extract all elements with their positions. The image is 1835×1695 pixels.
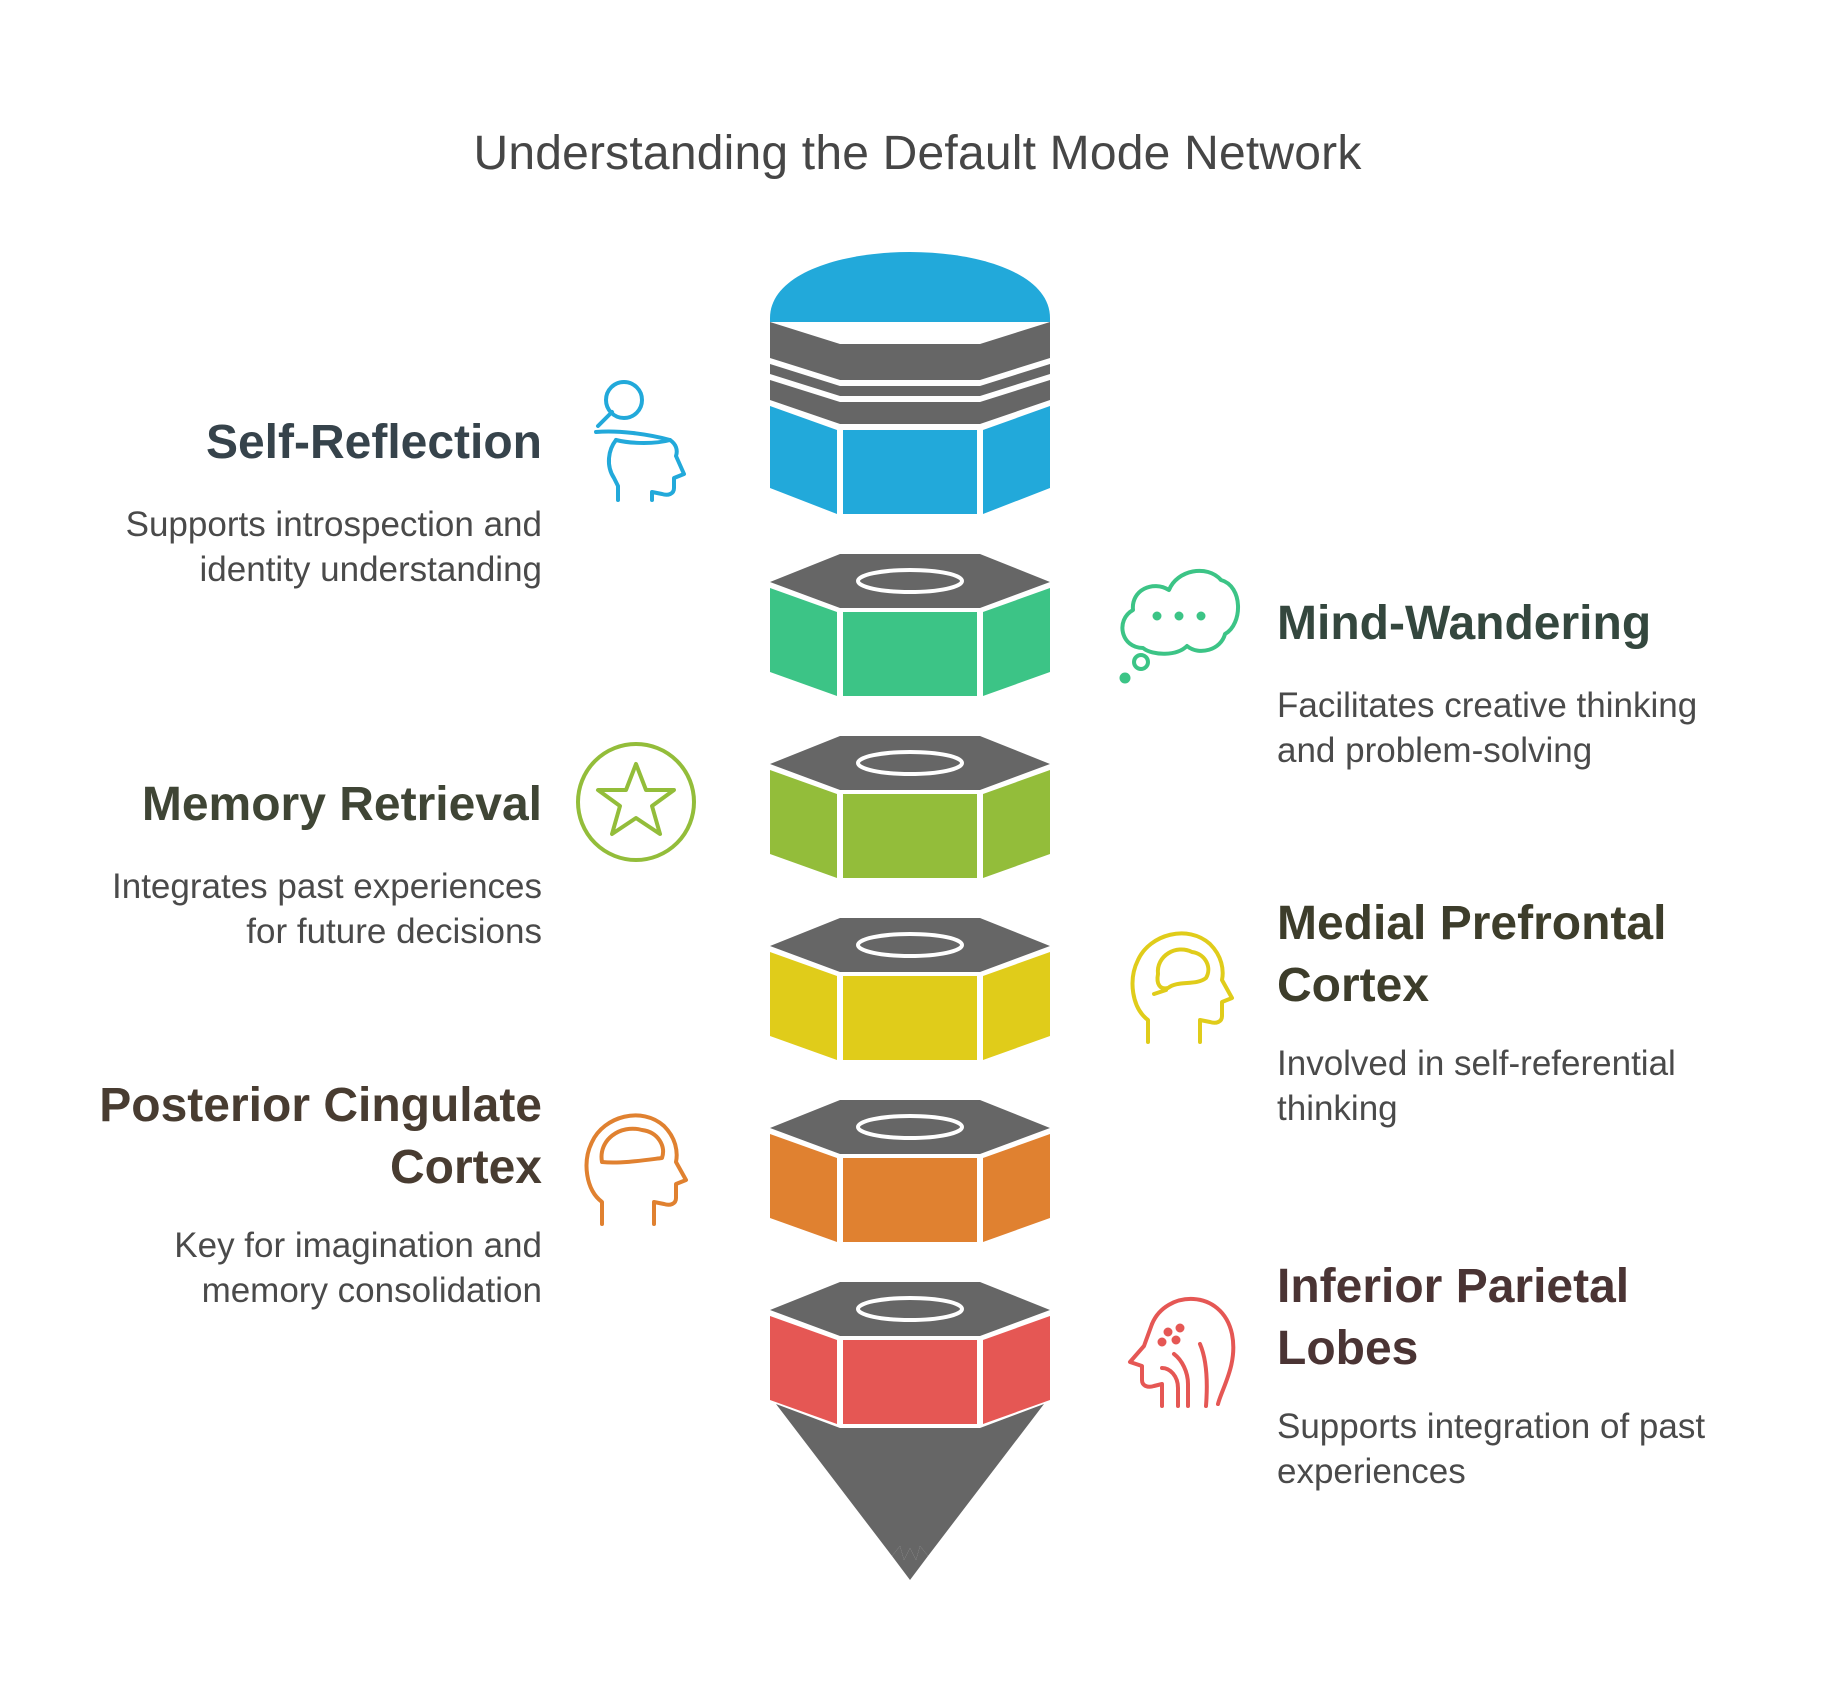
- item-inferior-parietal-lobes: Inferior Parietal Lobes Supports integra…: [1277, 1256, 1817, 1494]
- item-heading-line: Posterior Cingulate: [99, 1079, 542, 1132]
- item-heading-line: Inferior Parietal: [1277, 1260, 1630, 1313]
- item-description-line: memory consolidation: [201, 1271, 542, 1310]
- segment-6: [770, 1282, 1050, 1424]
- pencil-ferrule-band-1: [770, 322, 1050, 380]
- item-heading: Mind-Wandering: [1277, 597, 1652, 650]
- segment-5: [770, 1100, 1050, 1242]
- item-description: Involved in self-referential thinking: [1277, 1041, 1817, 1131]
- item-mind-wandering: Mind-Wandering Facilitates creative thin…: [1277, 593, 1817, 773]
- item-description-line: Supports integration of past: [1277, 1407, 1706, 1446]
- item-heading-line: Lobes: [1277, 1322, 1419, 1375]
- item-description-line: Facilitates creative thinking: [1277, 686, 1698, 725]
- segment-3: [770, 736, 1050, 878]
- star-circle-icon: [576, 742, 696, 862]
- item-description-line: thinking: [1277, 1089, 1398, 1128]
- pencil-lead: [892, 1546, 928, 1580]
- thought-bubble-icon: [1119, 569, 1240, 684]
- item-heading: Posterior Cingulate Cortex: [0, 1075, 542, 1199]
- item-posterior-cingulate-cortex: Posterior Cingulate Cortex Key for imagi…: [0, 1075, 542, 1313]
- item-description-line: experiences: [1277, 1452, 1466, 1491]
- item-description-line: Integrates past experiences: [112, 867, 542, 906]
- item-heading: Memory Retrieval: [141, 778, 542, 831]
- head-brain-outline-icon: [584, 1113, 688, 1226]
- segment-4: [770, 918, 1050, 1060]
- item-heading-line: Cortex: [389, 1141, 542, 1194]
- item-heading: Medial Prefrontal Cortex: [1277, 893, 1817, 1017]
- segment-1-left-face: [770, 406, 837, 514]
- pencil-ferrule-band-2: [770, 364, 1050, 396]
- item-description: Supports integration of past experiences: [1277, 1404, 1817, 1494]
- segment-1-front-face: [843, 430, 977, 514]
- item-description: Supports introspection and identity unde…: [0, 502, 542, 592]
- page-title: Understanding the Default Mode Network: [473, 127, 1362, 180]
- item-memory-retrieval: Memory Retrieval Integrates past experie…: [0, 774, 542, 954]
- item-description-line: Key for imagination and: [174, 1226, 542, 1265]
- item-description-line: identity understanding: [199, 550, 542, 589]
- item-description-line: for future decisions: [246, 912, 542, 951]
- item-medial-prefrontal-cortex: Medial Prefrontal Cortex Involved in sel…: [1277, 893, 1817, 1131]
- item-description-line: Supports introspection and: [125, 505, 542, 544]
- head-brain-icon: [1130, 931, 1234, 1044]
- item-description: Key for imagination and memory consolida…: [0, 1223, 542, 1313]
- head-magnifier-icon: [594, 380, 686, 502]
- pencil-eraser-cap: [770, 252, 1050, 322]
- pencil-ferrule-band-3: [770, 380, 1050, 424]
- item-description-line: and problem-solving: [1277, 731, 1593, 770]
- head-anatomy-icon: [1128, 1297, 1236, 1408]
- pencil-tip: [776, 1404, 1044, 1580]
- item-heading-line: Cortex: [1277, 959, 1430, 1012]
- item-description: Integrates past experiences for future d…: [0, 864, 542, 954]
- segment-2: [770, 554, 1050, 696]
- segment-1-right-face: [983, 406, 1050, 514]
- item-description: Facilitates creative thinking and proble…: [1277, 683, 1817, 773]
- item-description-line: Involved in self-referential: [1277, 1044, 1676, 1083]
- item-self-reflection: Self-Reflection Supports introspection a…: [0, 412, 542, 592]
- item-heading-line: Medial Prefrontal: [1277, 897, 1667, 950]
- item-heading: Self-Reflection: [205, 416, 542, 469]
- item-heading: Inferior Parietal Lobes: [1277, 1256, 1817, 1380]
